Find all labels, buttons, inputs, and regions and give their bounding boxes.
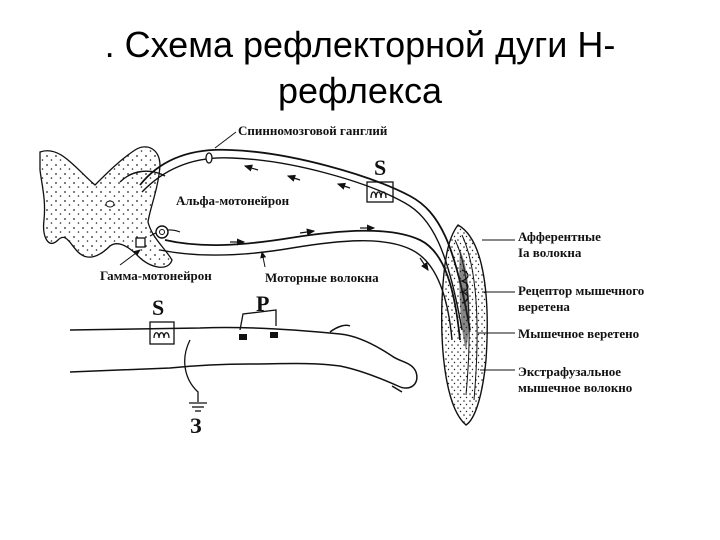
ganglion-cell xyxy=(205,152,213,164)
label-motor-fibers: Моторные волокна xyxy=(265,270,379,285)
symbol-stimulator-bottom: S xyxy=(152,295,165,320)
label-extrafusal-line1: Экстрафузальное xyxy=(518,364,621,379)
label-spinal-ganglion: Спинномозговой ганглий xyxy=(238,123,388,138)
bottom-stimulator xyxy=(149,321,175,345)
motor-fibers xyxy=(164,229,461,341)
alpha-motoneuron-body xyxy=(155,225,169,239)
label-gamma-motoneuron: Гамма-мотонейрон xyxy=(100,268,212,283)
flow-arrows xyxy=(230,164,429,271)
recording-electrodes xyxy=(239,309,278,340)
label-extrafusal-line2: мышечное волокно xyxy=(518,380,633,395)
ground-symbol xyxy=(184,339,207,412)
top-stimulator xyxy=(366,181,394,203)
label-muscle-spindle: Мышечное веретено xyxy=(518,326,640,341)
label-receptor-line1: Рецептор мышечного xyxy=(518,283,645,298)
leader-lines xyxy=(119,131,515,371)
afferent-fiber xyxy=(139,148,471,331)
symbol-ground: З xyxy=(190,413,202,438)
label-alpha-motoneuron: Альфа-мотонейрон xyxy=(176,193,290,208)
label-afferent-line2: Ia волокна xyxy=(518,245,582,260)
spinal-cord xyxy=(39,146,173,268)
label-afferent-line1: Афферентные xyxy=(518,229,601,244)
symbol-recording: P xyxy=(256,291,270,316)
title-line-2: рефлекса xyxy=(277,70,443,111)
symbol-stimulator-top: S xyxy=(374,155,387,180)
slide-title: . Схема рефлекторной дуги Н- рефлекса xyxy=(0,22,720,114)
label-receptor-line2: веретена xyxy=(518,299,570,314)
gamma-motoneuron-body xyxy=(135,237,146,248)
leg xyxy=(69,324,418,393)
muscle-spindle xyxy=(459,250,470,350)
title-line-1: . Схема рефлекторной дуги Н- xyxy=(104,24,616,65)
